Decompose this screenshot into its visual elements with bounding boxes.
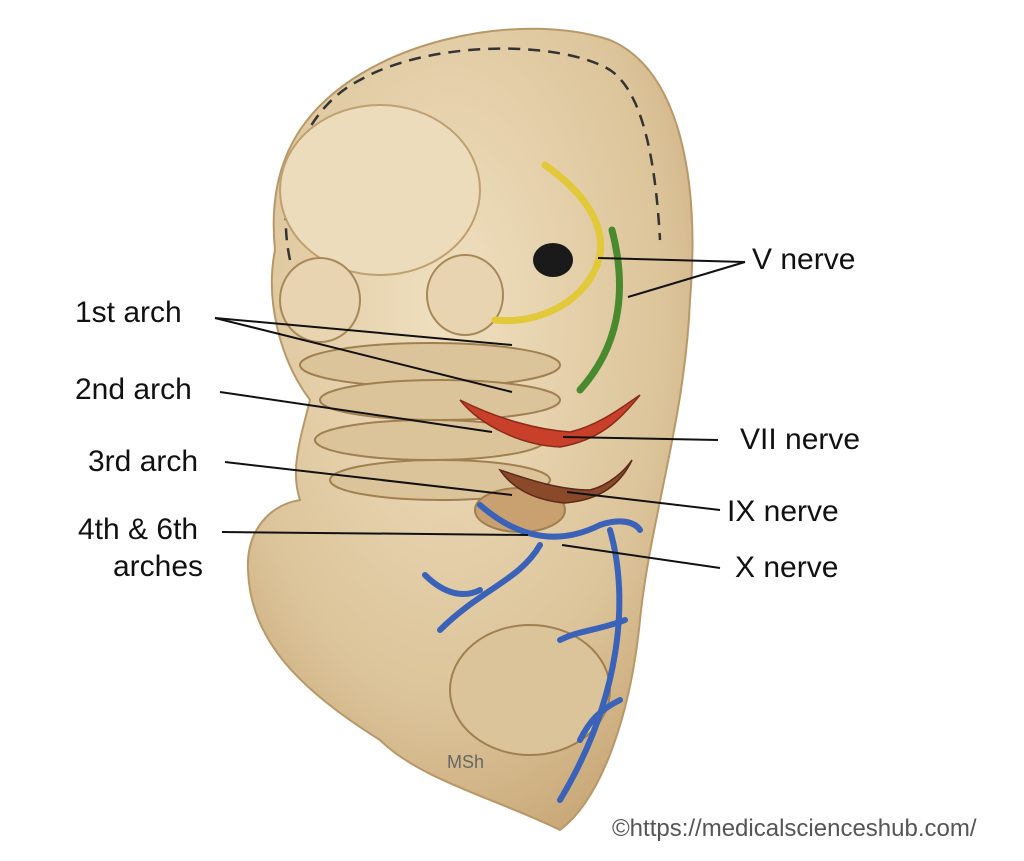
copyright-notice: ©https://medicalscienceshub.com/ [612, 815, 977, 842]
nasal-prominence [426, 254, 504, 336]
label-3rd-arch: 3rd arch [88, 445, 199, 478]
artist-signature: MSh [447, 752, 485, 772]
nerve-v-branch [576, 226, 623, 394]
label-4th-6th-arches-line2: arches [113, 550, 204, 583]
label-vii-nerve: VII nerve [740, 423, 861, 456]
nerve-vii [459, 394, 641, 448]
label-2nd-arch: 2nd arch [75, 373, 192, 406]
eye [533, 243, 573, 277]
label-4th-6th-arches-line1: 4th & 6th [78, 513, 199, 546]
nerve-v [491, 161, 605, 325]
nerve-x [422, 502, 643, 803]
heart-bulge [449, 624, 611, 756]
forebrain [279, 104, 481, 276]
label-1st-arch: 1st arch [75, 296, 182, 329]
nerve-ix [498, 459, 633, 504]
leader-lines [214, 257, 746, 569]
nasal-prominence [279, 257, 361, 343]
label-x-nerve: X nerve [735, 551, 839, 584]
label-ix-nerve: IX nerve [727, 495, 839, 528]
label-v-nerve: V nerve [752, 243, 856, 276]
